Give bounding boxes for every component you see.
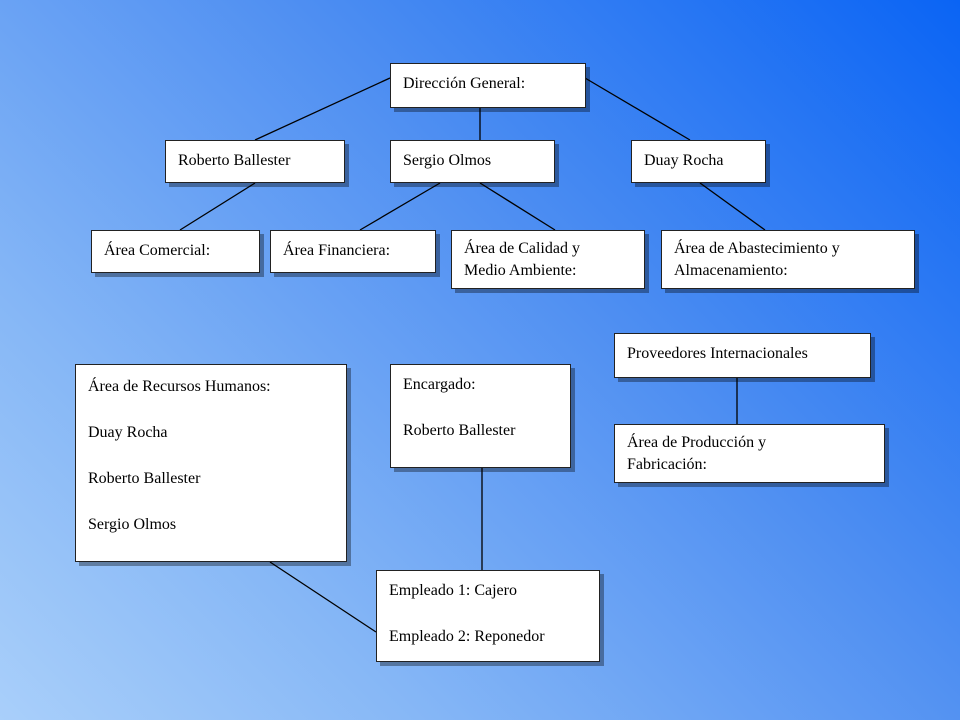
connector-rrhh-empleados <box>269 561 377 633</box>
empleado-1-label: Empleado 1: Cajero <box>389 582 517 599</box>
box-area-comercial: Área Comercial: <box>91 230 260 273</box>
duay-rocha-label: Duay Rocha <box>644 152 724 169</box>
box-proveedores-internacionales: Proveedores Internacionales <box>614 333 871 378</box>
area-abastecimiento-line-2: Almacenamiento: <box>674 262 788 279</box>
encargado-title: Encargado: <box>403 376 476 393</box>
box-duay-rocha: Duay Rocha <box>631 140 766 183</box>
direccion-general-label: Dirección General: <box>403 75 526 92</box>
area-rrhh-member-roberto: Roberto Ballester <box>88 470 201 487</box>
box-encargado: Encargado: Roberto Ballester <box>390 364 571 468</box>
area-financiera-label: Área Financiera: <box>283 242 391 259</box>
connector-sergio-calidad <box>479 182 556 231</box>
area-rrhh-member-sergio: Sergio Olmos <box>88 516 177 533</box>
area-comercial-label: Área Comercial: <box>104 242 211 259</box>
box-roberto-ballester: Roberto Ballester <box>165 140 345 183</box>
encargado-name: Roberto Ballester <box>403 422 516 439</box>
box-area-produccion: Área de Producción y Fabricación: <box>614 424 885 483</box>
sergio-olmos-label: Sergio Olmos <box>403 152 492 169</box>
connector-duay-abastecimiento <box>699 182 766 231</box>
area-calidad-line-1: Área de Calidad y <box>464 240 580 257</box>
box-sergio-olmos: Sergio Olmos <box>390 140 555 183</box>
box-empleados: Empleado 1: Cajero Empleado 2: Reponedor <box>376 570 600 662</box>
area-produccion-line-1: Área de Producción y <box>627 434 767 451</box>
connector-direccion-roberto <box>254 77 391 141</box>
box-area-recursos-humanos: Área de Recursos Humanos: Duay Rocha Rob… <box>75 364 347 562</box>
area-calidad-line-2: Medio Ambiente: <box>464 262 577 279</box>
area-rrhh-member-duay: Duay Rocha <box>88 424 168 441</box>
area-rrhh-title: Área de Recursos Humanos: <box>88 378 271 395</box>
connector-sergio-financiera <box>359 182 441 231</box>
connector-direccion-duay <box>584 77 691 141</box>
box-area-calidad: Área de Calidad y Medio Ambiente: <box>451 230 645 289</box>
box-direccion-general: Dirección General: <box>390 63 586 108</box>
box-area-abastecimiento: Área de Abastecimiento y Almacenamiento: <box>661 230 915 289</box>
roberto-ballester-label: Roberto Ballester <box>178 152 291 169</box>
proveedores-internacionales-label: Proveedores Internacionales <box>627 345 808 362</box>
connector-roberto-comercial <box>179 182 256 231</box>
empleado-2-label: Empleado 2: Reponedor <box>389 628 545 645</box>
box-area-financiera: Área Financiera: <box>270 230 436 273</box>
area-produccion-line-2: Fabricación: <box>627 456 707 473</box>
area-abastecimiento-line-1: Área de Abastecimiento y <box>674 240 840 257</box>
